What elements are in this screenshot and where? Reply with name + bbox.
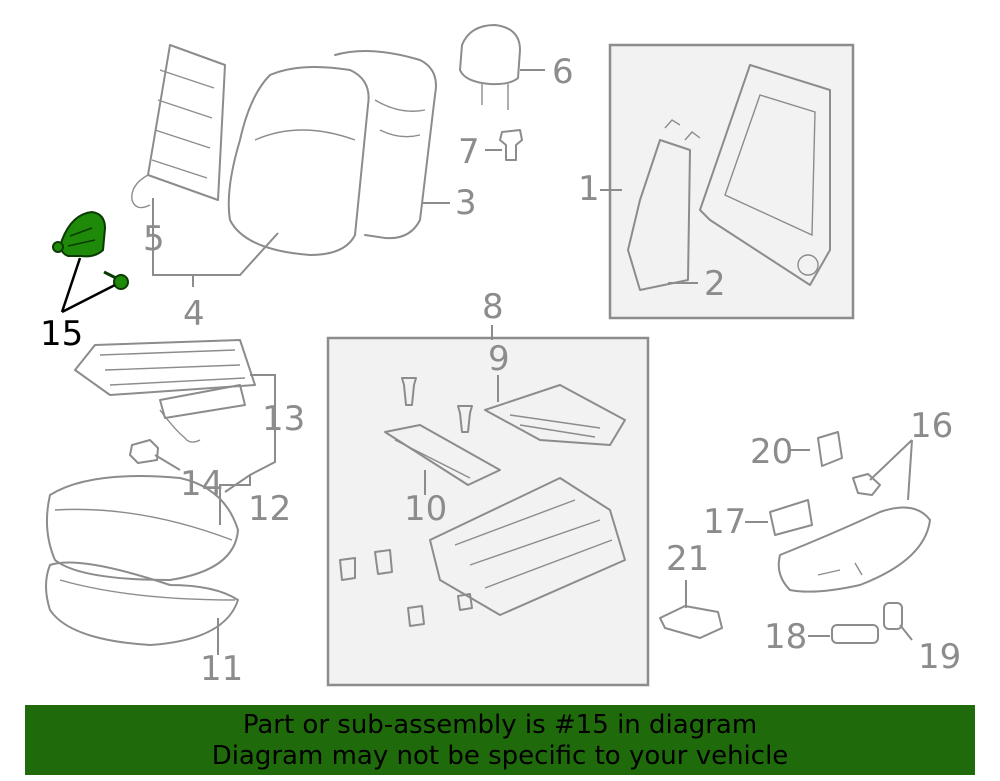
seat-cushion-part — [45, 475, 239, 646]
seatback-cover-part — [227, 50, 437, 256]
callout-13: 13 — [262, 399, 305, 439]
rail-cover-part — [384, 424, 501, 486]
banner-line-1: Part or sub-assembly is #15 in diagram — [242, 710, 758, 740]
callout-15: 15 — [40, 314, 83, 354]
frame-group-box — [608, 43, 855, 320]
side-shield-part — [777, 473, 931, 593]
info-banner: Part or sub-assembly is #15 in diagram D… — [25, 705, 975, 775]
banner-line-2: Diagram may not be specific to your vehi… — [211, 741, 789, 771]
callout-4: 4 — [183, 294, 205, 334]
switch-knob-part — [817, 431, 843, 467]
knob-part — [831, 624, 879, 644]
callout-19: 19 — [918, 637, 961, 677]
inner-cover-part — [659, 605, 723, 639]
callout-6: 6 — [552, 52, 574, 92]
callout-11: 11 — [200, 649, 243, 689]
cushion-heater-part — [74, 339, 256, 443]
callout-20: 20 — [750, 432, 793, 472]
adjuster-bolts — [401, 377, 473, 433]
callout-9: 9 — [488, 339, 510, 379]
callout-10: 10 — [404, 489, 447, 529]
leader-lines — [60, 69, 913, 655]
callout-labels: 1 2 3 4 5 6 7 8 9 10 11 12 13 14 15 16 1… — [40, 52, 961, 689]
callout-3: 3 — [455, 183, 477, 223]
headrest-part — [459, 24, 521, 110]
callout-2: 2 — [704, 264, 726, 304]
headrest-support-part — [499, 129, 523, 161]
callout-7: 7 — [458, 132, 480, 172]
callout-18: 18 — [764, 617, 807, 657]
parts-diagram: 1 2 3 4 5 6 7 8 9 10 11 12 13 14 15 16 1… — [40, 24, 961, 689]
callout-21: 21 — [666, 539, 709, 579]
highlighted-part-15 — [52, 210, 129, 290]
connector-part — [129, 439, 159, 464]
power-switch-part — [769, 499, 813, 536]
cap-part — [883, 602, 903, 630]
callout-8: 8 — [482, 287, 504, 327]
seat-pan-part — [484, 384, 626, 446]
seat-adjuster-part — [339, 477, 626, 627]
callout-5: 5 — [143, 219, 165, 259]
callout-12: 12 — [248, 489, 291, 529]
callout-1: 1 — [578, 169, 600, 209]
callout-16: 16 — [910, 406, 953, 446]
seatback-heater-part — [131, 44, 226, 209]
callout-17: 17 — [703, 502, 746, 542]
seatback-frame-part — [627, 64, 831, 291]
callout-14: 14 — [180, 464, 223, 504]
